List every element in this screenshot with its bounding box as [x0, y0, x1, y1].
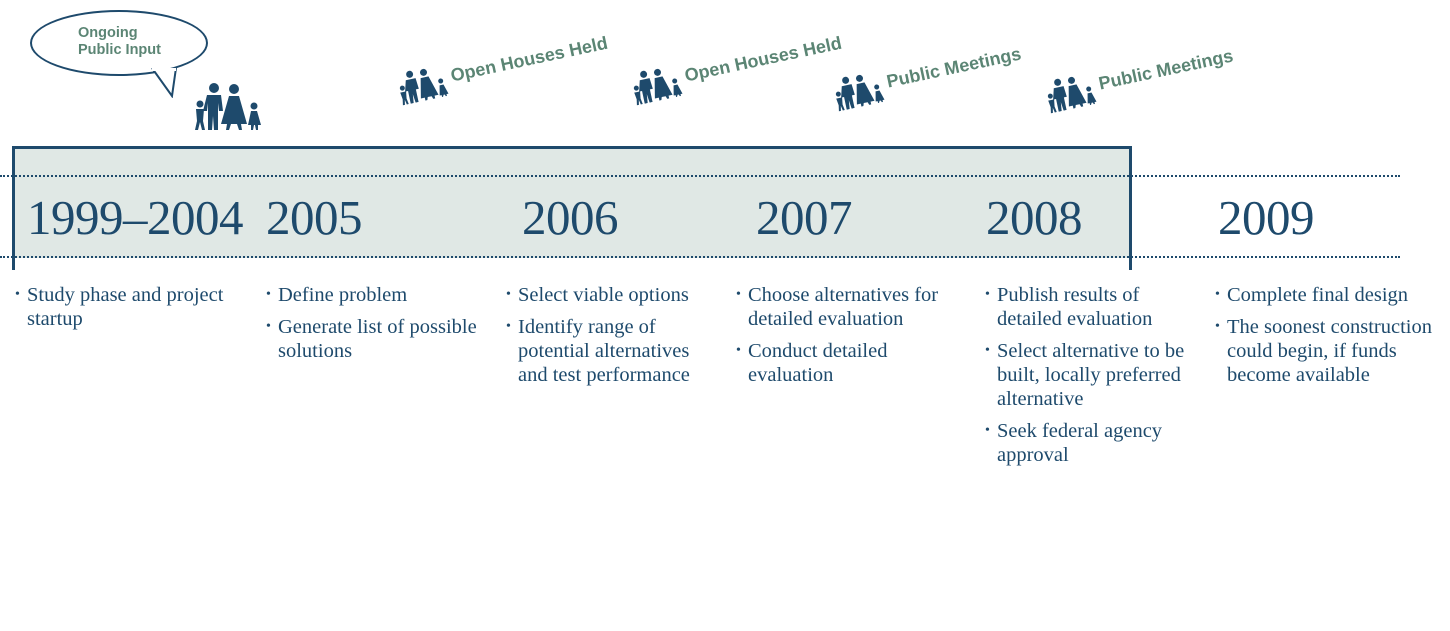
family-icon: [190, 82, 266, 130]
task-item: Define problem: [266, 283, 491, 307]
task-item: Conduct detailed evaluation: [736, 339, 976, 387]
task-item: Select viable options: [506, 283, 721, 307]
task-item: Generate list of possible solutions: [266, 315, 491, 363]
task-item: The soonest construction could begin, if…: [1215, 315, 1443, 387]
bubble-line-1: Ongoing: [78, 25, 138, 41]
event-label: Public Meetings: [1096, 45, 1235, 94]
event-open-houses-2: Open Houses Held: [627, 28, 845, 106]
task-item: Select alternative to be built, locally …: [985, 339, 1200, 411]
event-label: Open Houses Held: [682, 32, 844, 86]
column-2006: Select viable options Identify range of …: [506, 283, 721, 395]
task-item: Choose alternatives for detailed evaluat…: [736, 283, 976, 331]
year-2005: 2005: [266, 190, 363, 245]
family-icon: [829, 68, 887, 112]
speech-bubble-icon: [30, 10, 208, 76]
event-label: Open Houses Held: [448, 32, 610, 86]
band-edge-right: [1129, 258, 1132, 270]
band-edge-left: [12, 258, 15, 270]
column-2007: Choose alternatives for detailed evaluat…: [736, 283, 976, 395]
event-open-houses-1: Open Houses Held: [393, 28, 611, 106]
bubble-text: Ongoing Public Input: [78, 25, 198, 59]
year-1999-2004: 1999–2004: [27, 190, 244, 245]
column-1999-2004: Study phase and project startup: [15, 283, 230, 339]
year-2007: 2007: [756, 190, 853, 245]
bubble-line-2: Public Input: [78, 42, 161, 58]
family-icon: [1041, 70, 1099, 114]
event-label: Public Meetings: [884, 43, 1023, 92]
task-item: Complete final design: [1215, 283, 1443, 307]
column-2005: Define problem Generate list of possible…: [266, 283, 491, 371]
year-2006: 2006: [522, 190, 619, 245]
bubble-tail: [151, 68, 177, 98]
dotted-line-top: [0, 175, 1400, 177]
completed-phase-band: [12, 146, 1132, 258]
year-2008: 2008: [986, 190, 1083, 245]
family-icon: [627, 62, 685, 106]
task-item: Study phase and project startup: [15, 283, 230, 331]
event-public-meetings-2: Public Meetings: [1041, 41, 1237, 114]
year-2009: 2009: [1218, 190, 1315, 245]
task-item: Publish results of detailed evaluation: [985, 283, 1200, 331]
column-2008: Publish results of detailed evaluation S…: [985, 283, 1200, 475]
dotted-line-bottom: [0, 256, 1400, 258]
family-icon: [393, 62, 451, 106]
task-item: Seek federal agency approval: [985, 419, 1200, 467]
column-2009: Complete final design The soonest constr…: [1215, 283, 1443, 395]
event-public-meetings-1: Public Meetings: [829, 39, 1025, 112]
task-item: Identify range of potential alternatives…: [506, 315, 721, 387]
